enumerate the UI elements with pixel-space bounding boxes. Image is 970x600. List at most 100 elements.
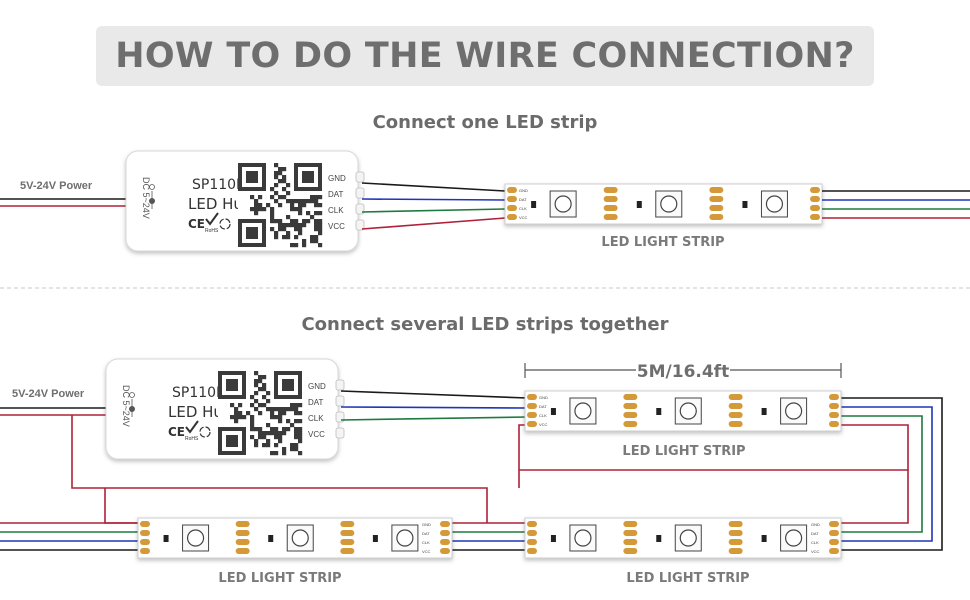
pin-label: CLK xyxy=(308,414,324,423)
solder-pad xyxy=(829,412,839,418)
pin-label: CLK xyxy=(328,206,344,215)
led-lens xyxy=(784,529,803,547)
title-banner: HOW TO DO THE WIRE CONNECTION? xyxy=(96,26,874,86)
strip-pin-label: GND xyxy=(811,522,820,527)
led-lens xyxy=(679,402,697,420)
solder-pad xyxy=(340,521,355,527)
solder-pad xyxy=(829,539,839,545)
pin-connector xyxy=(335,379,345,391)
pin-label: GND xyxy=(308,382,326,391)
led-lens xyxy=(186,529,205,547)
strip-pin-label: VCC xyxy=(422,549,431,554)
solder-pad xyxy=(340,539,355,545)
led-lens xyxy=(784,402,803,420)
power-input-wires xyxy=(0,198,128,207)
solder-pad xyxy=(810,205,820,211)
solder-pad xyxy=(440,521,450,527)
strip-label: LED LIGHT STRIP xyxy=(626,571,749,586)
pin-label: GND xyxy=(328,174,346,183)
solder-pad xyxy=(623,394,638,400)
resistor xyxy=(372,535,378,542)
section-two-heading: Connect several LED strips together xyxy=(301,314,669,335)
solder-pad xyxy=(829,394,839,400)
strip-label: LED LIGHT STRIP xyxy=(218,571,341,586)
led-lens xyxy=(554,195,572,213)
solder-pad xyxy=(140,521,150,527)
solder-pad xyxy=(440,530,450,536)
ce-mark: CE xyxy=(188,217,205,231)
strip-pin-label: DAT xyxy=(422,531,430,536)
solder-pad xyxy=(527,394,537,400)
solder-pad xyxy=(507,187,517,193)
power-label: 5V-24V Power xyxy=(12,388,85,400)
qr-code xyxy=(238,163,323,248)
solder-pad xyxy=(728,530,743,536)
pin-label: VCC xyxy=(328,222,345,231)
resistor xyxy=(761,535,767,542)
strip-pin-label: DAT xyxy=(811,531,819,536)
solder-pad xyxy=(728,421,743,427)
resistor xyxy=(163,535,169,542)
solder-pad xyxy=(829,521,839,527)
voltage-label: DC 5~24V xyxy=(121,385,131,427)
output-wires xyxy=(822,190,970,219)
solder-pad xyxy=(709,196,724,202)
solder-pad xyxy=(829,421,839,427)
solder-pad xyxy=(527,403,537,409)
model-label: SP110E xyxy=(192,177,245,193)
pin-connector xyxy=(335,427,345,439)
solder-pad xyxy=(235,539,250,545)
solder-pad xyxy=(728,394,743,400)
solder-pad xyxy=(810,187,820,193)
model-label: SP110E xyxy=(172,385,225,401)
pin-label: DAT xyxy=(308,398,324,407)
pin-connector xyxy=(335,395,345,407)
led-lens xyxy=(574,402,592,420)
signal-wires xyxy=(340,390,528,421)
solder-pad xyxy=(728,548,743,554)
product-name: LED Hue xyxy=(188,195,252,213)
solder-pad xyxy=(829,530,839,536)
qr-code xyxy=(218,371,303,456)
solder-pad xyxy=(623,403,638,409)
section-one-heading: Connect one LED strip xyxy=(372,112,598,133)
strip-pin-label: GND xyxy=(539,395,548,400)
solder-pad xyxy=(623,521,638,527)
strip-pin-label: GND xyxy=(519,188,528,193)
led-lens xyxy=(679,529,697,547)
resistor xyxy=(656,408,662,415)
solder-pad xyxy=(623,530,638,536)
solder-pad xyxy=(728,403,743,409)
led-lens xyxy=(396,529,414,547)
solder-pad xyxy=(440,539,450,545)
strip-pin-label: GND xyxy=(422,522,431,527)
solder-pad xyxy=(829,403,839,409)
page-title: HOW TO DO THE WIRE CONNECTION? xyxy=(115,36,855,76)
solder-pad xyxy=(527,521,537,527)
power-label: 5V-24V Power xyxy=(20,180,93,192)
solder-pad xyxy=(623,412,638,418)
solder-pad xyxy=(340,530,355,536)
strip-label: LED LIGHT STRIP xyxy=(601,235,724,250)
polarity-icon xyxy=(129,392,135,398)
solder-pad xyxy=(140,548,150,554)
rohs-mark: RoHS xyxy=(185,436,199,442)
led-lens xyxy=(291,529,309,547)
loop-wires xyxy=(840,397,943,551)
solder-pad xyxy=(603,214,618,220)
solder-pad xyxy=(709,187,724,193)
led-lens xyxy=(660,195,678,213)
solder-pad xyxy=(507,214,517,220)
solder-pad xyxy=(235,548,250,554)
voltage-label: DC 5~24V xyxy=(141,177,151,219)
solder-pad xyxy=(235,521,250,527)
solder-pad xyxy=(829,548,839,554)
solder-pad xyxy=(603,205,618,211)
rohs-mark: RoHS xyxy=(205,228,219,234)
pin-connector xyxy=(355,219,365,231)
strip-label: LED LIGHT STRIP xyxy=(622,444,745,459)
solder-pad xyxy=(440,548,450,554)
